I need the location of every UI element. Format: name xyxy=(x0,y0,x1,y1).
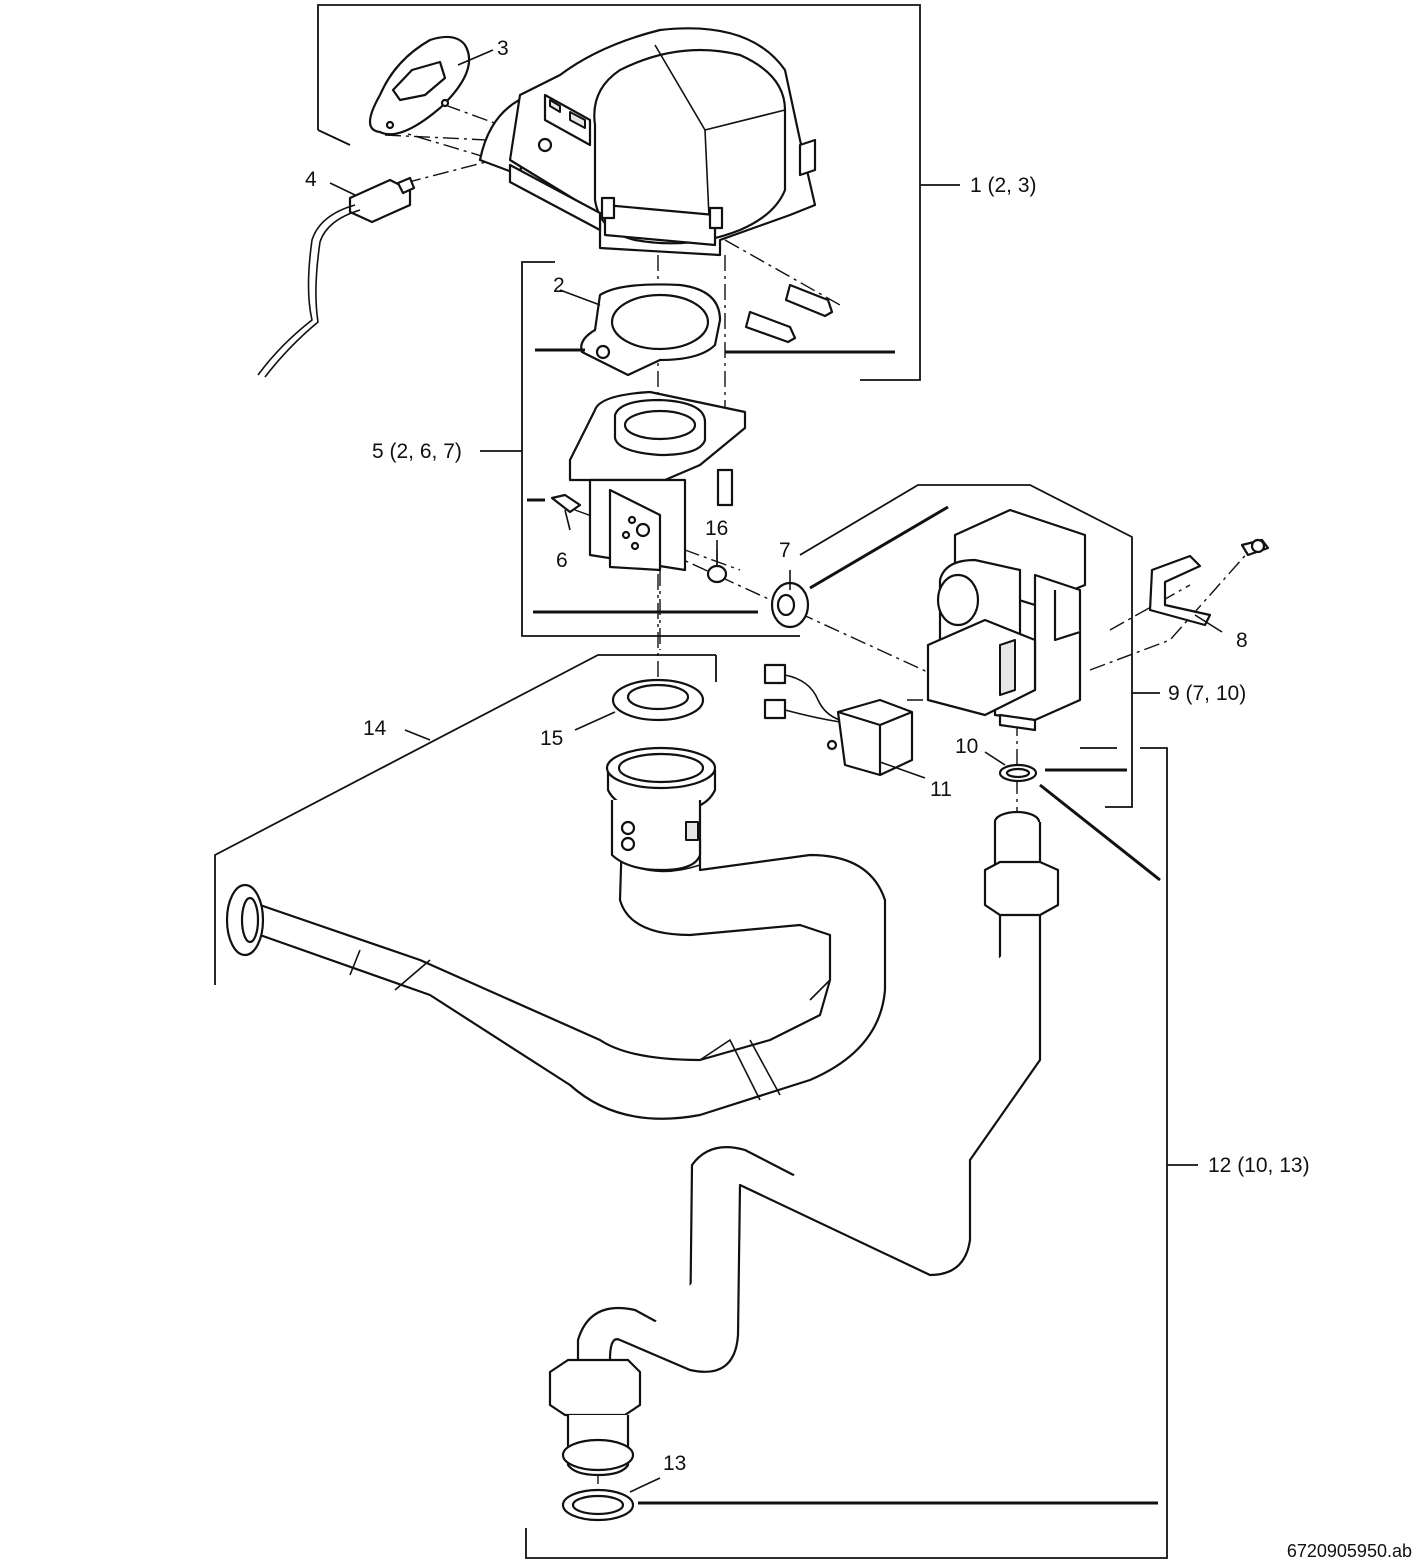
assembly-axes xyxy=(384,104,1251,1500)
callout-13: 13 xyxy=(663,1452,686,1475)
part-5-mixing-unit xyxy=(527,390,758,614)
callout-11: 11 xyxy=(930,778,952,801)
callout-7: 7 xyxy=(779,539,791,562)
callout-6: 6 xyxy=(556,549,568,572)
frame-group-9 xyxy=(799,484,1133,808)
callout-12: 12 (10, 13) xyxy=(1208,1154,1310,1177)
part-3-gasket-plate xyxy=(368,35,471,136)
callout-8: 8 xyxy=(1236,629,1248,652)
part-15-seal-ring xyxy=(611,678,705,722)
callout-15: 15 xyxy=(540,727,563,750)
callout-1: 1 (2, 3) xyxy=(970,174,1037,197)
leader-lines xyxy=(329,49,1223,1493)
screws-group-1 xyxy=(744,283,834,344)
callout-5: 5 (2, 6, 7) xyxy=(372,440,462,463)
part-11-ignition-unit xyxy=(763,663,914,777)
callout-16: 16 xyxy=(705,517,728,540)
callout-labels: 1 (2, 3) 2 3 4 5 (2, 6, 7) 6 7 8 9 (7, 1… xyxy=(305,37,1310,1475)
frame-group-14 xyxy=(214,654,717,985)
part-7-gasket-ring xyxy=(770,505,949,629)
frame-group-1 xyxy=(317,4,921,381)
callout-4: 4 xyxy=(305,168,317,191)
part-4-connector-cable xyxy=(257,176,416,378)
part-10-o-ring xyxy=(998,763,1161,882)
part-8-bracket xyxy=(1148,538,1270,627)
part-16-ring xyxy=(706,564,728,584)
part-2-gasket xyxy=(535,283,895,377)
group-frames xyxy=(214,4,1198,1559)
part-9-gas-valve xyxy=(926,508,1087,732)
callout-2: 2 xyxy=(553,274,565,297)
callout-10: 10 xyxy=(955,735,978,758)
part-14-flue-pipe xyxy=(225,746,887,1120)
frame-group-5 xyxy=(521,261,800,637)
callout-9: 9 (7, 10) xyxy=(1168,682,1246,705)
callout-3: 3 xyxy=(497,37,509,60)
drawing-reference-code: 6720905950.ab xyxy=(1287,1541,1412,1561)
part-12-gas-pipe xyxy=(548,810,1158,1522)
part-1-fan-housing xyxy=(478,27,817,257)
callout-14: 14 xyxy=(363,717,387,740)
